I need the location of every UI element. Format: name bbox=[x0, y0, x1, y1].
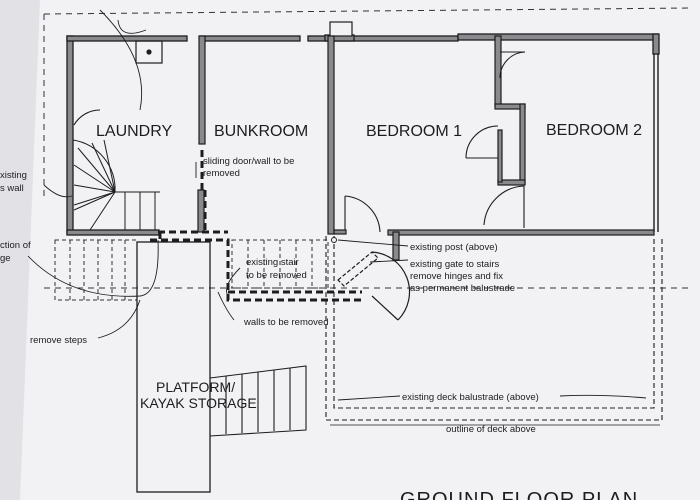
room-label-platform-2: KAYAK STORAGE bbox=[140, 395, 257, 411]
door-swings bbox=[73, 51, 526, 233]
paper-shadow bbox=[0, 0, 40, 500]
plan-title: GROUND FLOOR PLAN bbox=[400, 489, 638, 500]
platform bbox=[136, 241, 211, 493]
note-existing-wall-1: xisting bbox=[0, 170, 27, 181]
note-sliding-door-1: sliding door/wall to be bbox=[203, 156, 294, 167]
platform-stair bbox=[209, 365, 307, 437]
note-section-2: ge bbox=[0, 253, 11, 264]
walls-to-be-removed bbox=[150, 150, 362, 302]
room-label-bunkroom: BUNKROOM bbox=[214, 123, 308, 140]
note-existing-stair-2: to be removed bbox=[246, 270, 307, 281]
vent-box bbox=[329, 21, 353, 37]
right-wall bbox=[653, 54, 659, 232]
deck-outline bbox=[325, 236, 663, 421]
gate-to-stairs bbox=[337, 251, 411, 321]
laundry-sink bbox=[135, 40, 163, 64]
laundry-stair bbox=[72, 139, 160, 231]
room-label-bedroom1: BEDROOM 1 bbox=[366, 123, 462, 140]
note-existing-wall-2: s wall bbox=[0, 183, 24, 194]
note-walls-removed: walls to be removed bbox=[243, 317, 328, 328]
room-label-platform-1: PLATFORM/ bbox=[156, 379, 235, 395]
note-existing-post: existing post (above) bbox=[410, 242, 498, 253]
note-deck-outline: outline of deck above bbox=[446, 424, 536, 435]
existing-post-marker bbox=[331, 237, 337, 243]
exterior-walls bbox=[66, 33, 660, 236]
note-remove-steps: remove steps bbox=[30, 335, 87, 346]
room-label-laundry: LAUNDRY bbox=[96, 123, 173, 140]
room-label-bedroom2: BEDROOM 2 bbox=[546, 122, 642, 139]
leader-lines bbox=[27, 9, 647, 401]
note-existing-stair-1: existing stair bbox=[246, 257, 299, 268]
note-gate-1: existing gate to stairs bbox=[410, 259, 499, 270]
note-gate-2: remove hinges and fix bbox=[410, 271, 503, 282]
note-gate-3: as permanent balustrade bbox=[410, 283, 515, 294]
note-section-1: ction of bbox=[0, 240, 31, 251]
site-boundary-dashed bbox=[43, 7, 691, 289]
note-deck-balustrade: existing deck balustrade (above) bbox=[402, 392, 539, 403]
note-sliding-door-2: removed bbox=[203, 168, 240, 179]
interior-walls bbox=[197, 35, 655, 261]
existing-stair-removed bbox=[231, 239, 329, 289]
